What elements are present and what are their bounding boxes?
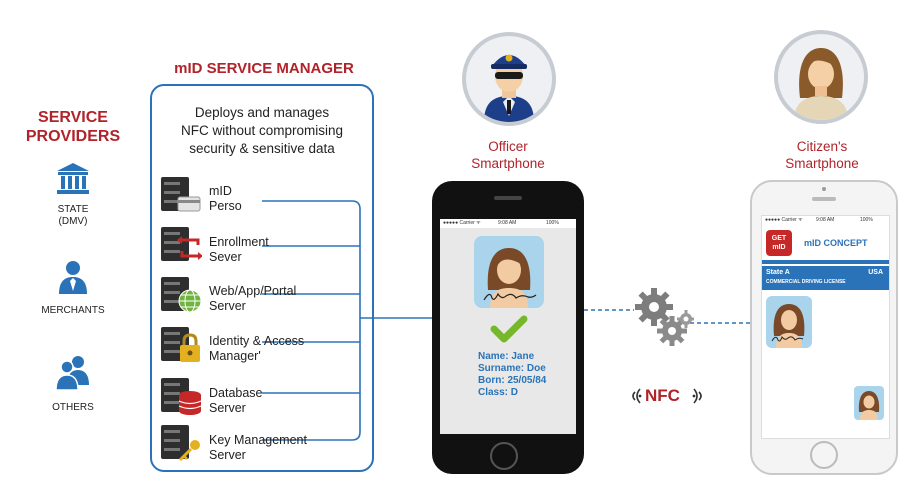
citizen-caption-line1: Citizen's <box>796 139 848 154</box>
server-database-line1: Database <box>209 386 263 400</box>
server-enrollment[interactable]: Enrollment Sever <box>209 235 269 265</box>
app-title: mID CONCEPT <box>804 238 868 248</box>
server-database[interactable]: Database Server <box>209 386 263 416</box>
sync-server-icon <box>161 227 202 261</box>
home-button[interactable] <box>490 442 518 470</box>
nfc-wave-left-icon <box>632 388 642 404</box>
citizen-caption-line2: Smartphone <box>785 156 859 171</box>
server-enrollment-line2: Sever <box>209 250 242 264</box>
nfc-wave-right-icon <box>692 388 702 404</box>
server-web-line1: Web/App/Portal <box>209 284 297 298</box>
officer-caption: Officer Smartphone <box>448 138 568 172</box>
provider-others-label: OTHERS <box>52 402 94 413</box>
citizen-status-bar: ●●●●● Carrier ᯤ 9:08 AM 100% <box>762 216 889 225</box>
speaker-grille <box>812 197 836 201</box>
server-key-line1: Key Management <box>209 433 307 447</box>
card-server-icon <box>161 177 201 212</box>
manager-desc-line2: NFC without compromising <box>180 123 344 138</box>
manager-desc-line1: Deploys and manages <box>194 105 330 120</box>
server-database-line2: Server <box>209 401 246 415</box>
status-battery: 100% <box>546 220 559 226</box>
home-button[interactable] <box>810 441 838 469</box>
officer-status-bar: ●●●●● Carrier ᯤ 9:08 AM 100% <box>440 219 576 228</box>
provider-state[interactable]: STATE (DMV) <box>18 204 128 228</box>
license-country: USA <box>868 269 883 276</box>
group-people-icon <box>55 356 89 391</box>
license-photo <box>766 296 812 348</box>
speaker-grille <box>494 196 522 200</box>
detail-born: Born: 25/05/84 <box>478 375 547 386</box>
key-server-icon <box>161 425 200 462</box>
check-mark-icon <box>490 315 528 343</box>
license-state: State A <box>766 269 790 276</box>
server-key-line2: Server <box>209 448 246 462</box>
app-logo-line1: GET <box>771 235 787 242</box>
database-server-icon <box>161 378 202 415</box>
provider-state-sublabel: (DMV) <box>58 216 88 227</box>
provider-others[interactable]: OTHERS <box>18 402 128 414</box>
license-type: COMMERCIAL DRIVING LICENSE <box>766 279 846 285</box>
server-web-line2: Server <box>209 299 246 313</box>
license-banner: State A USA COMMERCIAL DRIVING LICENSE <box>762 266 889 290</box>
woman-portrait-icon <box>487 248 531 308</box>
status-carrier: ●●●●● Carrier ᯤ <box>765 217 803 223</box>
detail-name: Name: Jane <box>478 351 535 362</box>
status-time: 9:08 AM <box>498 220 517 226</box>
signature-icon <box>771 335 804 342</box>
officer-id-details: Name: Jane Surname: Doe Born: 25/05/84 C… <box>478 351 546 399</box>
status-time: 9:08 AM <box>816 217 835 223</box>
provider-merchants[interactable]: MERCHANTS <box>18 305 128 317</box>
citizen-caption: Citizen's Smartphone <box>762 138 882 172</box>
gears-icon <box>635 288 694 346</box>
provider-merchants-label: MERCHANTS <box>41 305 105 316</box>
server-identity-access[interactable]: Identity & Access Manager' <box>209 334 304 364</box>
server-key-management[interactable]: Key Management Server <box>209 433 307 463</box>
manager-description: Deploys and manages NFC without compromi… <box>160 104 364 158</box>
status-battery: 100% <box>860 217 873 223</box>
detail-surname: Surname: Doe <box>478 363 546 374</box>
server-web-app-portal[interactable]: Web/App/Portal Server <box>209 284 296 314</box>
citizen-screen: ●●●●● Carrier ᯤ 9:08 AM 100% GET mID mID… <box>761 215 890 439</box>
person-tie-icon <box>59 261 87 294</box>
citizen-avatar <box>774 30 868 124</box>
camera-dot <box>822 187 826 191</box>
manager-desc-line3: security & sensitive data <box>189 141 335 156</box>
server-identity-line2: Manager' <box>209 349 261 363</box>
app-logo-line2: mID <box>772 244 786 251</box>
server-enrollment-line1: Enrollment <box>209 235 269 249</box>
service-providers-title: SERVICE PROVIDERS <box>18 108 128 146</box>
nfc-label: NFC <box>645 386 680 405</box>
app-logo[interactable]: GET mID <box>766 230 792 256</box>
officer-caption-line1: Officer <box>488 139 528 154</box>
woman-portrait-icon <box>773 304 805 348</box>
woman-avatar-icon <box>794 48 848 120</box>
globe-server-icon <box>161 277 202 313</box>
police-officer-icon <box>484 54 534 122</box>
server-mid-perso-line1: mID <box>209 184 232 198</box>
officer-caption-line2: Smartphone <box>471 156 545 171</box>
id-photo <box>474 236 544 308</box>
app-header-divider <box>762 260 889 264</box>
status-carrier: ●●●●● Carrier ᯤ <box>443 220 481 226</box>
thumbnail-photo[interactable] <box>854 386 884 420</box>
officer-screen: ●●●●● Carrier ᯤ 9:08 AM 100% Name: Jane … <box>440 219 576 434</box>
server-mid-perso-line2: Perso <box>209 199 242 213</box>
server-mid-perso[interactable]: mID Perso <box>209 184 242 214</box>
citizen-smartphone: ●●●●● Carrier ᯤ 9:08 AM 100% GET mID mID… <box>750 180 898 475</box>
signature-icon <box>483 292 537 301</box>
provider-state-label: STATE <box>57 204 89 215</box>
service-providers-title-line2: PROVIDERS <box>25 128 121 145</box>
officer-smartphone: ●●●●● Carrier ᯤ 9:08 AM 100% Name: Jane … <box>432 181 584 474</box>
detail-class: Class: D <box>478 387 519 398</box>
service-providers-title-line1: SERVICE <box>38 109 108 126</box>
manager-box <box>150 84 374 472</box>
woman-portrait-icon <box>858 391 880 420</box>
manager-title: mID SERVICE MANAGER <box>174 60 354 77</box>
server-identity-line1: Identity & Access <box>209 334 305 348</box>
government-building-icon <box>57 163 89 194</box>
officer-avatar <box>462 32 556 126</box>
lock-server-icon <box>161 327 200 362</box>
